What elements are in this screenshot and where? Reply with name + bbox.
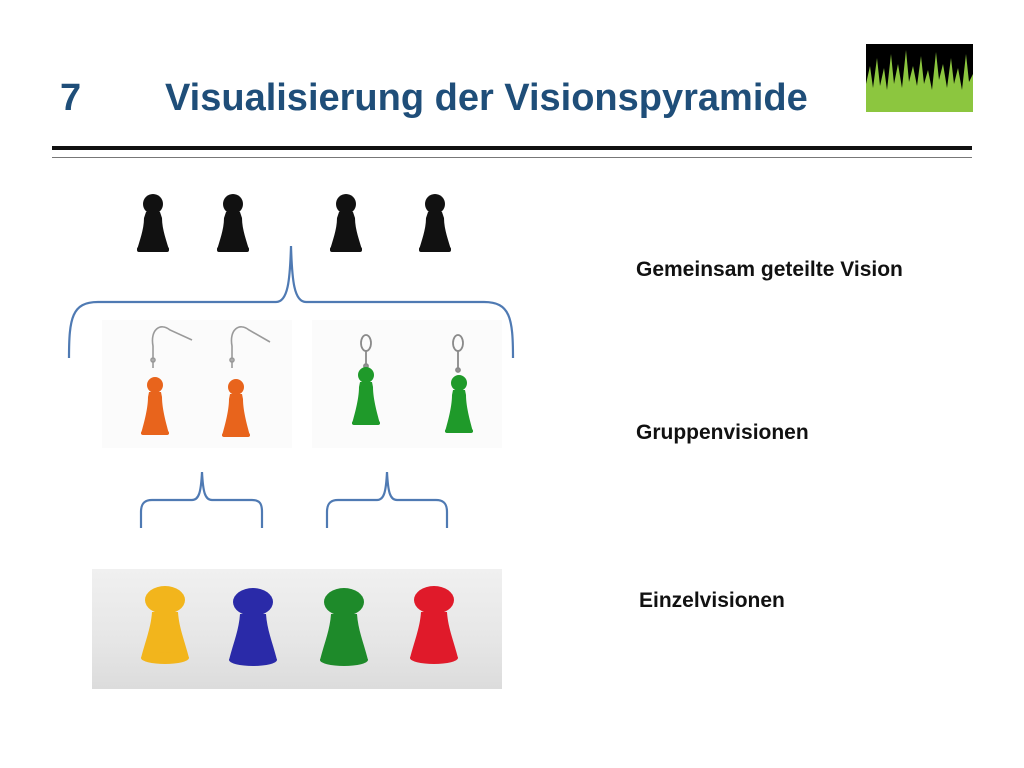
black-pawn-icon bbox=[419, 194, 451, 252]
shared-vision-bracket bbox=[67, 245, 515, 359]
slide-title-text: Visualisierung der Visionspyramide bbox=[165, 77, 808, 119]
pawn-icon bbox=[320, 588, 368, 666]
title-rule-thin bbox=[52, 157, 972, 158]
pawn-icon bbox=[410, 586, 458, 664]
shared-vision-pawns bbox=[137, 194, 451, 252]
label-individual-visions: Einzelvisionen bbox=[639, 589, 785, 612]
label-shared-vision: Gemeinsam geteilte Vision bbox=[636, 258, 903, 281]
keychain-pawn-icon bbox=[352, 367, 380, 425]
keychain-pawn-icon bbox=[445, 375, 473, 433]
grass-logo-icon bbox=[866, 44, 973, 112]
black-pawn-icon bbox=[330, 194, 362, 252]
earring-photo bbox=[102, 320, 292, 448]
slide-title: 7 Visualisierung der Visionspyramide bbox=[0, 68, 860, 128]
slide-number: 7 bbox=[60, 77, 82, 119]
title-rule-thick bbox=[52, 146, 972, 150]
group-vision-bracket-left bbox=[139, 471, 264, 528]
individual-vision-pawns bbox=[141, 586, 458, 666]
keychain-clasps bbox=[360, 334, 464, 373]
earring-pawns bbox=[141, 377, 250, 437]
earring-hooks bbox=[150, 326, 271, 368]
earring-pawn-icon bbox=[222, 379, 250, 437]
black-pawn-icon bbox=[137, 194, 169, 252]
earring-pawn-icon bbox=[141, 377, 169, 435]
keychain-pawns bbox=[352, 367, 473, 433]
label-group-visions: Gruppenvisionen bbox=[636, 421, 809, 444]
pawn-icon bbox=[229, 588, 277, 666]
pawn-icon bbox=[141, 586, 189, 664]
group-vision-bracket-right bbox=[325, 471, 449, 528]
black-pawn-icon bbox=[217, 194, 249, 252]
